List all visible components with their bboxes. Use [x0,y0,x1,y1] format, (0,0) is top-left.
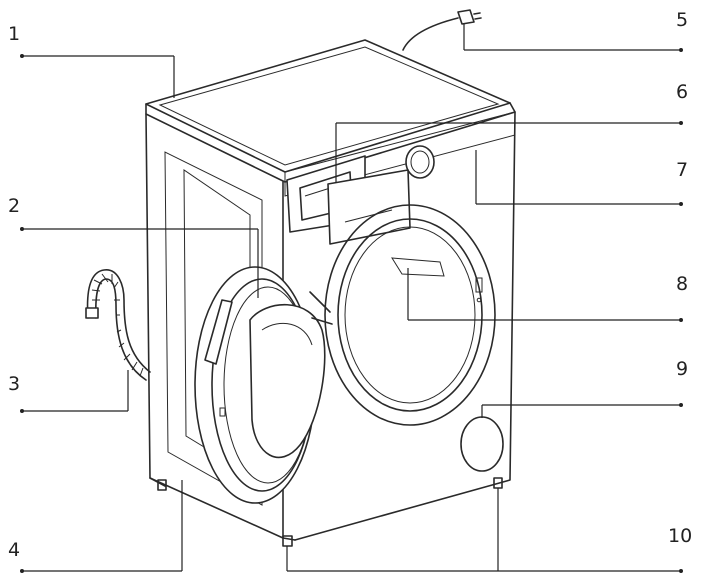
callout-label-6: 6 [676,81,688,103]
callout-label-5: 5 [676,9,688,31]
drain-hose [85,269,151,381]
washing-machine [145,39,516,547]
callout-label-1: 1 [8,23,20,45]
filter-cover [460,416,504,472]
callout-label-4: 4 [8,539,20,561]
leader-lines [22,24,681,572]
door-opening [324,204,496,426]
foot-left [157,479,167,491]
detergent-drawer [286,155,411,245]
callout-dots [20,48,683,573]
callout-labels: 1 2 3 4 5 6 7 8 9 10 [8,9,692,561]
callout-label-3: 3 [8,373,20,395]
callout-label-8: 8 [676,273,688,295]
door-lock [475,277,483,293]
power-cord [402,9,482,51]
callout-label-7: 7 [676,159,688,181]
callout-label-10: 10 [668,525,692,547]
program-knob [405,145,435,179]
callout-label-9: 9 [676,358,688,380]
callout-label-2: 2 [8,195,20,217]
open-door [194,266,333,504]
